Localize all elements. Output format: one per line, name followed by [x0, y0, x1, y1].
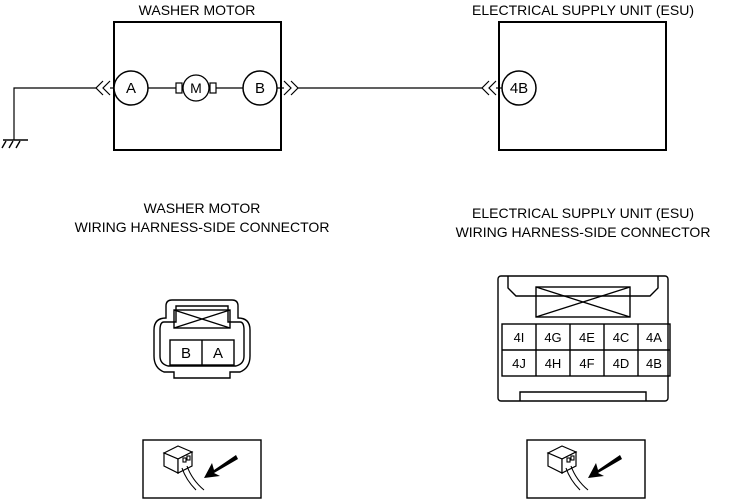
- esu-pin-4j: 4J: [512, 356, 526, 371]
- esu-title: ELECTRICAL SUPPLY UNIT (ESU): [472, 2, 694, 18]
- esu-connector-caption-2: WIRING HARNESS-SIDE CONNECTOR: [456, 224, 711, 240]
- ground-icon: [1, 139, 28, 149]
- connector-chevron-icon: [95, 80, 111, 96]
- motor-symbol: M: [190, 80, 202, 96]
- esu-pin-4a: 4A: [646, 330, 662, 345]
- esu-connector-face: [497, 275, 671, 402]
- esu-pin-4b: 4B: [646, 356, 662, 371]
- esu-connector-view-icon: [526, 439, 646, 499]
- washer-connector-view-icon: [142, 439, 262, 499]
- terminal-b-label: B: [255, 80, 265, 97]
- washer-connector-pin-a: A: [213, 345, 223, 362]
- ground-wire: [13, 87, 96, 140]
- connector-chevron-icon: [283, 80, 299, 96]
- terminal-4b-label: 4B: [510, 80, 528, 97]
- esu-pin-4e: 4E: [579, 330, 595, 345]
- connector-chevron-icon: [481, 80, 497, 96]
- esu-connector-cells: 4I 4G 4E 4C 4A 4J 4H 4F 4D 4B: [512, 330, 662, 371]
- washer-connector-pin-b: B: [181, 345, 191, 362]
- esu-pin-4h: 4H: [545, 356, 562, 371]
- washer-connector-caption-1: WASHER MOTOR: [144, 200, 261, 216]
- esu-pin-4i: 4I: [514, 330, 525, 345]
- motor-icon: M: [175, 74, 217, 102]
- esu-connector-caption-1: ELECTRICAL SUPPLY UNIT (ESU): [472, 205, 694, 221]
- washer-connector-caption-2: WIRING HARNESS-SIDE CONNECTOR: [75, 219, 330, 235]
- esu-box: [498, 21, 667, 151]
- terminal-4b-circle: [501, 70, 537, 106]
- washer-motor-title: WASHER MOTOR: [139, 2, 256, 18]
- esu-pin-4c: 4C: [613, 330, 630, 345]
- esu-pin-4d: 4D: [613, 356, 630, 371]
- esu-pin-4g: 4G: [544, 330, 561, 345]
- washer-connector-face: [153, 299, 251, 379]
- esu-pin-4f: 4F: [579, 356, 594, 371]
- terminal-a-label: A: [126, 80, 136, 97]
